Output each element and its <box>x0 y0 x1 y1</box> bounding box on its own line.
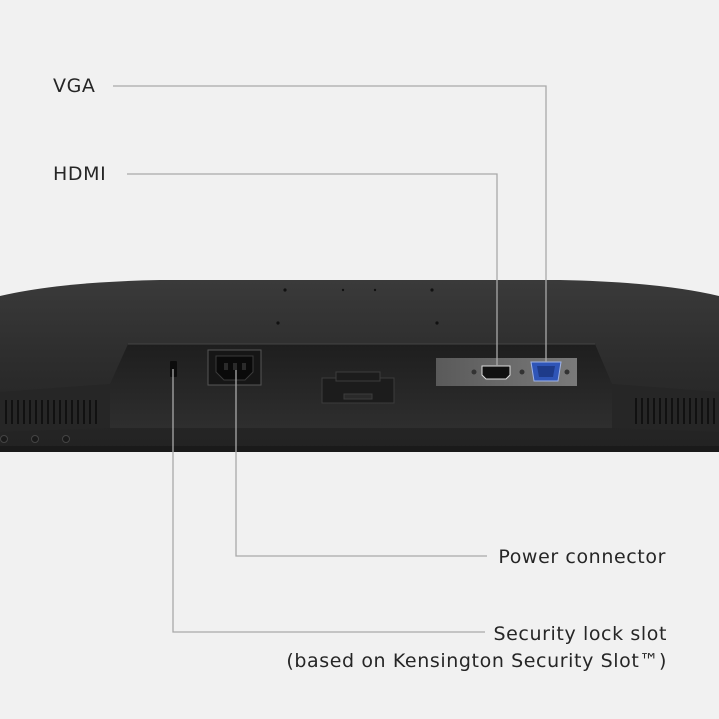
mounting-holes <box>276 288 439 325</box>
vent-left <box>5 400 97 424</box>
vga-label: VGA <box>53 75 96 97</box>
power-connector-label: Power connector <box>498 546 666 568</box>
hdmi-label: HDMI <box>53 163 107 185</box>
hdmi-leader <box>127 173 498 366</box>
hdmi-port <box>481 365 511 380</box>
security-leader <box>172 369 485 633</box>
leader-lines <box>113 85 547 633</box>
power-leader <box>235 370 487 557</box>
security-lock-label-line2: (based on Kensington Security Slot™) <box>286 650 667 672</box>
stand-mount <box>321 371 395 404</box>
monitor-body <box>0 280 719 452</box>
vga-port <box>530 361 562 382</box>
vga-leader <box>113 85 547 362</box>
vent-right <box>635 398 715 424</box>
security-lock-label: Security lock slot (based on Kensington … <box>286 621 667 675</box>
security-lock-label-line1: Security lock slot <box>493 623 667 645</box>
power-connector <box>207 349 262 386</box>
control-buttons <box>0 435 70 443</box>
io-plate <box>436 358 577 386</box>
